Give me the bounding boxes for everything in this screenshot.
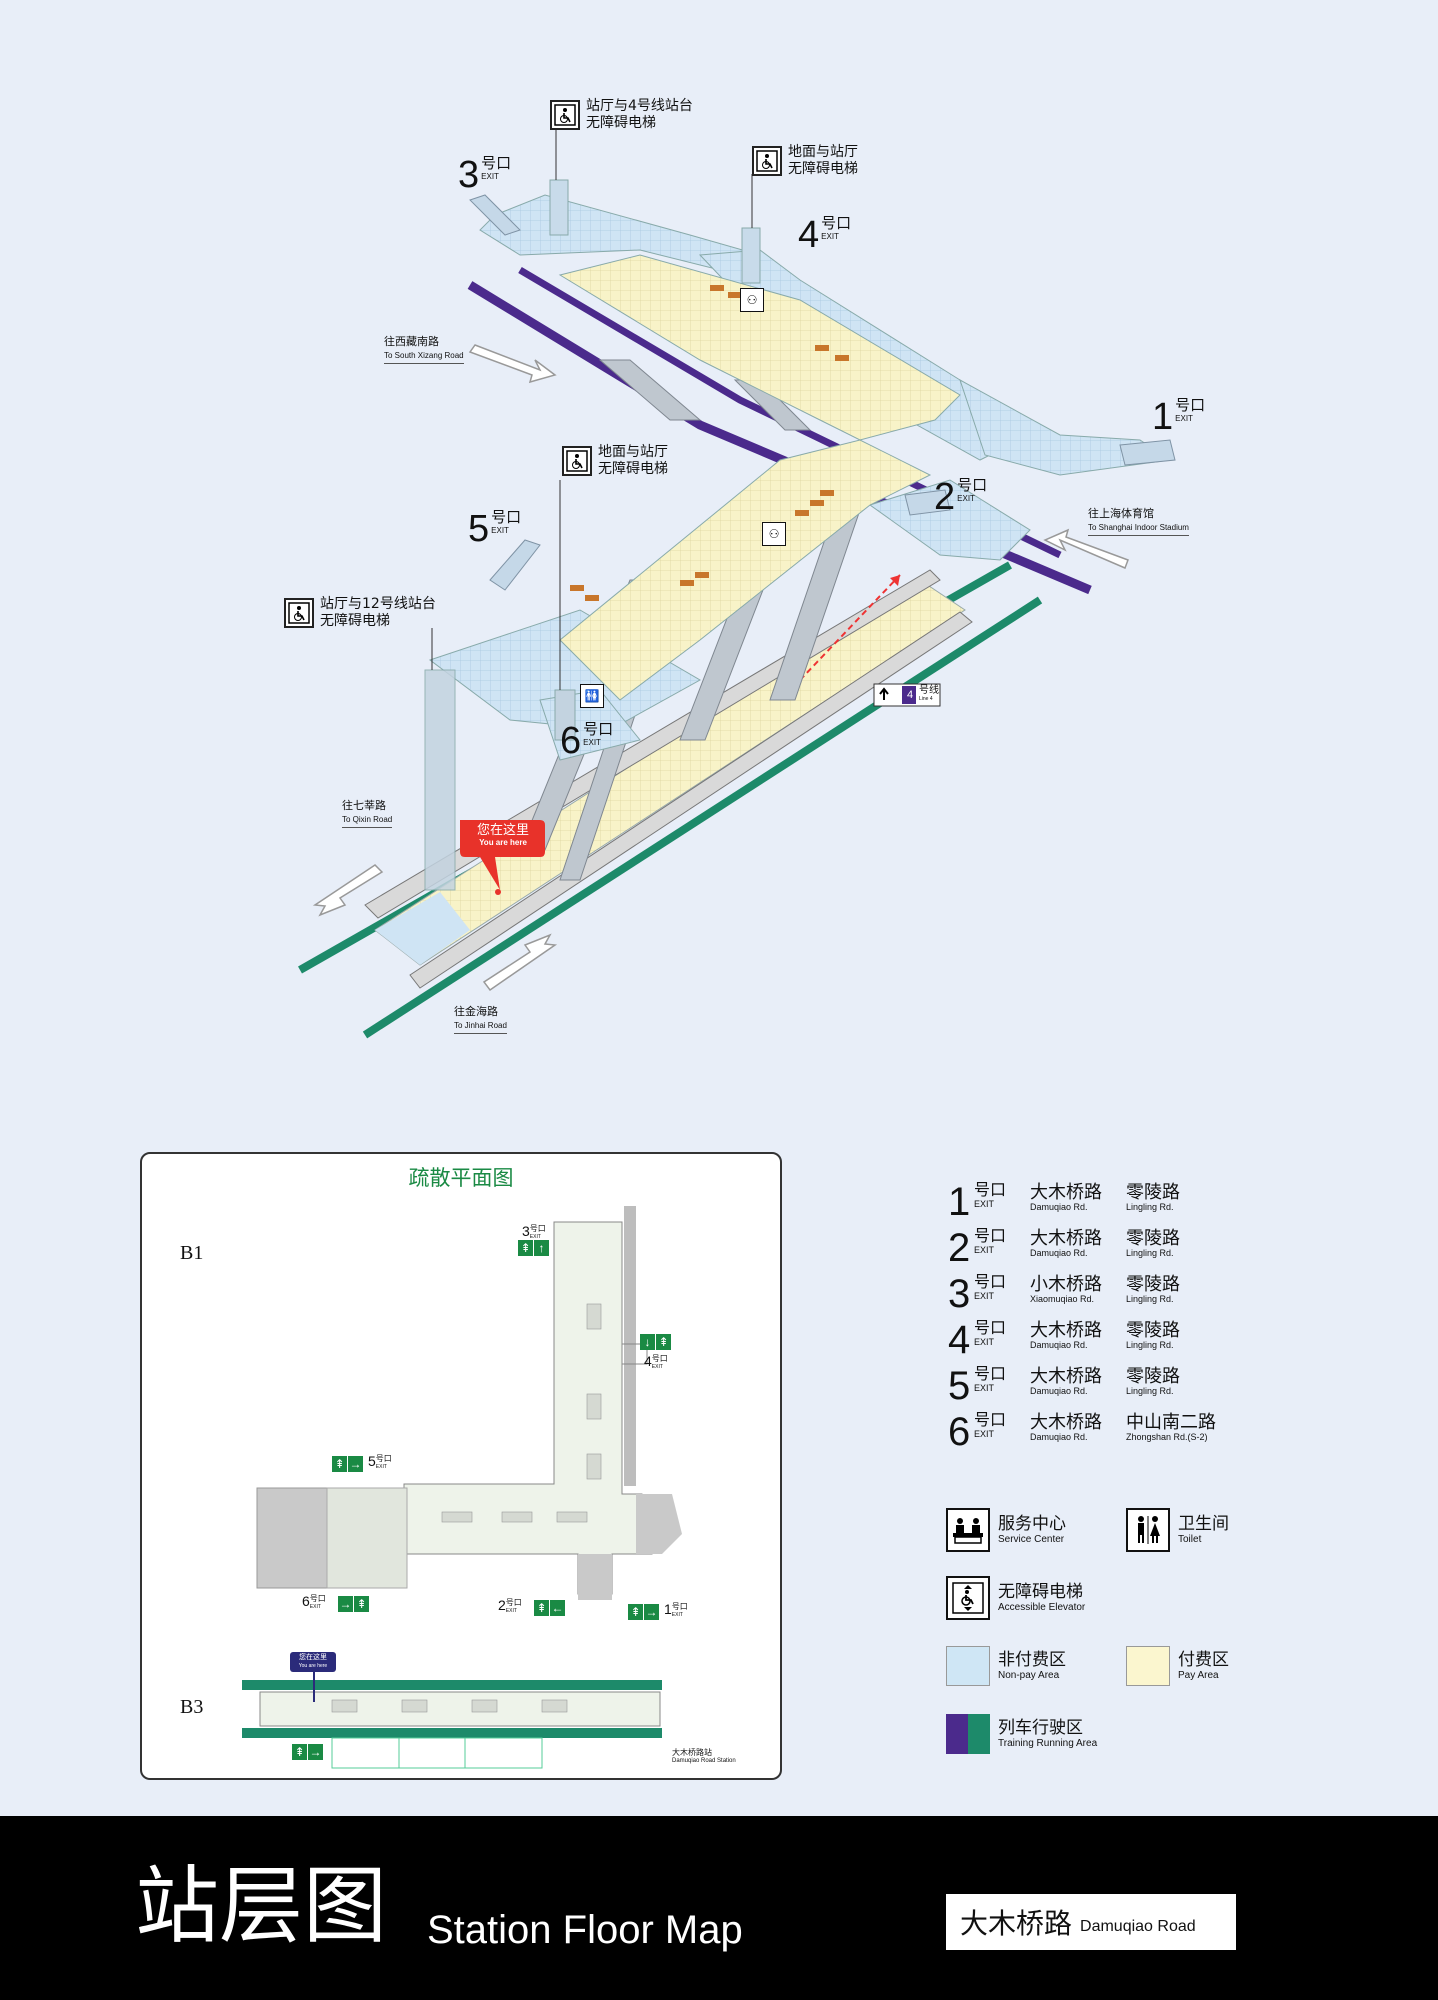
callout-elevator-hall-line12: 站厅与12号线站台无障碍电梯 [284,596,436,630]
callout-lines [431,130,753,690]
evacuation-plan-drawing [242,1206,682,1769]
floor-b1-label: B1 [180,1242,204,1264]
inset-station-name: 大木桥路站 Damuqiao Road Station [672,1748,736,1764]
you-are-here-marker [460,820,545,895]
floor-b3-label: B3 [180,1696,204,1718]
footer-title-en: Station Floor Map [427,1908,743,1952]
you-are-here-label: 您在这里 You are here [476,822,529,847]
accessible-elevator-icon [284,598,314,628]
callout-elevator-ground-hall-2: 地面与站厅无障碍电梯 [562,444,668,478]
direction-arrows [312,344,1129,992]
line4-sign-label: 4 号线 Line 4 [906,685,939,703]
service-center-icon: ⚇ [740,288,764,312]
inset-exit-5-sign: ⇞→ [332,1456,364,1472]
accessible-elevator-icon [946,1576,990,1620]
exit-stairs [469,194,1176,591]
service-center-icon: ⚇ [762,522,786,546]
accessible-elevator-icon [562,446,592,476]
callout-elevator-ground-hall-1: 地面与站厅无障碍电梯 [752,144,858,178]
elevator-shafts [424,179,761,891]
accessible-elevator-icon [752,146,782,176]
accessible-elevator-icon [550,100,580,130]
non-pay-swatch [946,1646,990,1686]
inset-exit-3-sign: ⇞↑ [518,1240,550,1256]
running-area-swatch [946,1714,990,1754]
pay-swatch [1126,1646,1170,1686]
footer-bar: 站层图 Station Floor Map 大木桥路 Damuqiao Road [0,1816,1438,2000]
inset-you-are-here: 您在这里 You are here [298,1654,328,1669]
benches [570,285,849,601]
inset-exit-2-sign: ⇞← [534,1600,566,1616]
callout-elevator-hall-line4: 站厅与4号线站台无障碍电梯 [550,98,693,132]
inset-b3-exit-sign: ⇞→ [292,1744,324,1760]
line4-sign [873,683,941,707]
inset-exit-4-sign: ↓⇞ [640,1334,672,1350]
toilet-icon: 🚻 [580,684,604,708]
station-3d-map [298,130,1176,1039]
evacuation-plan-title: 疏散平面图 [408,1167,514,1190]
concourse-pay-area [558,254,961,701]
inset-exit-6-sign: →⇞ [338,1596,370,1612]
toilet-icon [1126,1508,1170,1552]
station-name-plate: 大木桥路 Damuqiao Road [946,1894,1236,1950]
service-center-icon [946,1508,990,1552]
footer-title-cn: 站层图 [135,1857,388,1955]
inset-exit-1-sign: ⇞→ [628,1604,660,1620]
